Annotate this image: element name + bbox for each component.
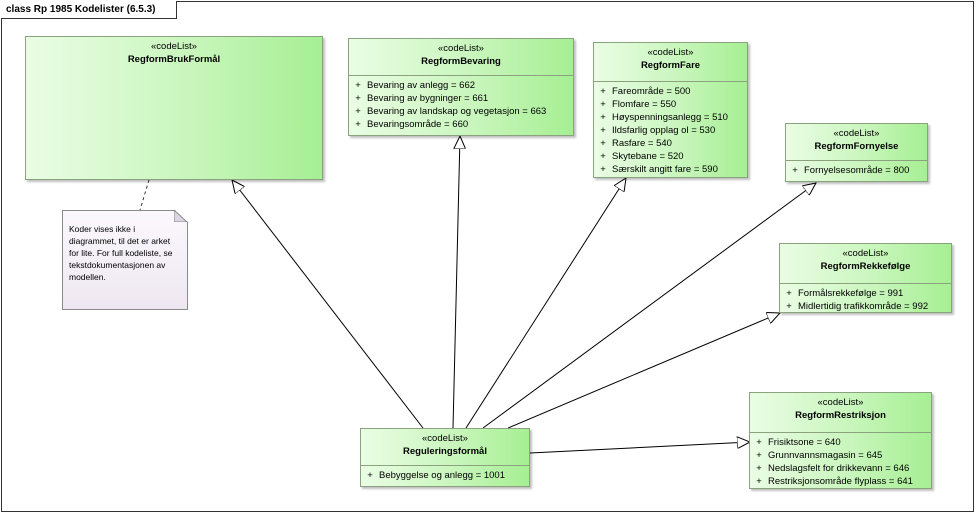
diagram-note: Koder vises ikke i diagrammet, til det e…: [62, 210, 188, 310]
class-regform-rekkefolge[interactable]: «codeList» RegformRekkefølge + Formålsrek…: [779, 243, 952, 313]
class-regform-bruk-formal[interactable]: «codeList» RegformBrukFormål: [25, 36, 323, 180]
attribute-row: + Rasfare = 540: [594, 137, 747, 150]
generalization-restr[interactable]: [529, 442, 750, 454]
visibility-marker: +: [367, 470, 373, 481]
class-name: Reguleringsformål: [403, 446, 487, 457]
stereotype-label: «codeList»: [817, 397, 864, 408]
visibility-marker: +: [600, 125, 606, 136]
visibility-marker: +: [756, 463, 762, 474]
attribute-list: + Fareområde = 500 + Flomfare = 550 + Høysp…: [594, 81, 747, 176]
attribute-row: + Restriksjonsområde flyplass = 641: [750, 475, 931, 488]
visibility-marker: +: [600, 164, 606, 175]
visibility-marker: +: [756, 450, 762, 461]
visibility-marker: +: [355, 106, 361, 117]
visibility-marker: +: [355, 119, 361, 130]
visibility-marker: +: [600, 112, 606, 123]
class-reguleringsformal[interactable]: «codeList» Reguleringsformål + Bebyggelse…: [360, 428, 530, 487]
attribute-text: Grunnvannsmagasin = 645: [768, 450, 883, 461]
note-anchor-line: [139, 179, 150, 211]
attribute-text: Høyspenningsanlegg = 510: [612, 112, 728, 123]
attribute-list: + Bebyggelse og anlegg = 1001: [361, 465, 529, 482]
class-name: RegformBrukFormål: [127, 54, 221, 65]
attribute-row: + Grunnvannsmagasin = 645: [750, 449, 931, 462]
class-name: RegformFare: [640, 60, 701, 71]
attribute-text: Bebyggelse og anlegg = 1001: [379, 470, 505, 481]
attribute-row: + Nedslagsfelt for drikkevann = 646: [750, 462, 931, 475]
attribute-text: Fornyelsesområde = 800: [804, 165, 910, 176]
attribute-row: + Bebyggelse og anlegg = 1001: [361, 469, 529, 482]
attribute-text: Midlertidig trafikkområde = 992: [798, 301, 929, 312]
generalization-fornyelse[interactable]: [482, 183, 816, 429]
stereotype-label: «codeList»: [833, 128, 880, 139]
diagram-title: class Rp 1985 Kodelister (6.5.3): [6, 4, 156, 15]
attribute-text: Bevaring av anlegg = 662: [367, 80, 476, 91]
note-fold-corner: [174, 210, 188, 222]
visibility-marker: +: [600, 99, 606, 110]
attribute-text: Rasfare = 540: [612, 138, 672, 149]
attribute-list: + Bevaring av anlegg = 662 + Bevaring av b…: [349, 75, 573, 131]
attribute-row: + Ildsfarlig opplag ol = 530: [594, 124, 747, 137]
attribute-list: + Frisiktsone = 640 + Grunnvannsmagasin = …: [750, 432, 931, 488]
visibility-marker: +: [756, 437, 762, 448]
visibility-marker: +: [792, 165, 798, 176]
attribute-text: Restriksjonsområde flyplass = 641: [768, 476, 913, 487]
stereotype-label: «codeList»: [647, 47, 694, 58]
attribute-row: + Bevaring av landskap og vegetasjon = 66…: [349, 105, 573, 118]
attribute-row: + Midlertidig trafikkområde = 992: [780, 300, 951, 313]
attribute-row: + Særskilt angitt fare = 590: [594, 163, 747, 176]
attribute-text: Fareområde = 500: [612, 86, 691, 97]
attribute-row: + Bevaringsområde = 660: [349, 118, 573, 131]
attribute-row: + Formålsrekkefølge = 991: [780, 287, 951, 300]
visibility-marker: +: [355, 93, 361, 104]
visibility-marker: +: [355, 80, 361, 91]
visibility-marker: +: [786, 301, 792, 312]
class-regform-restriksjon[interactable]: «codeList» RegformRestriksjon + Frisiktso…: [749, 392, 932, 489]
attribute-row: + Frisiktsone = 640: [750, 436, 931, 449]
class-name: RegformFornyelse: [814, 141, 899, 152]
class-name: RegformRekkefølge: [820, 261, 911, 272]
attribute-row: + Flomfare = 550: [594, 98, 747, 111]
class-regform-bevaring[interactable]: «codeList» RegformBevaring + Bevaring av …: [348, 38, 574, 136]
visibility-marker: +: [786, 288, 792, 299]
generalization-rekke[interactable]: [507, 313, 780, 429]
attribute-text: Ildsfarlig opplag ol = 530: [612, 125, 716, 136]
stereotype-label: «codeList»: [842, 248, 889, 259]
attribute-row: + Høyspenningsanlegg = 510: [594, 111, 747, 124]
attribute-row: + Skytebane = 520: [594, 150, 747, 163]
generalization-bruk[interactable]: [232, 180, 424, 429]
generalization-fare[interactable]: [465, 178, 626, 429]
attribute-row: + Fornyelsesområde = 800: [786, 164, 927, 177]
attribute-text: Bevaring av bygninger = 661: [367, 93, 489, 104]
attribute-text: Nedslagsfelt for drikkevann = 646: [768, 463, 910, 474]
class-regform-fornyelse[interactable]: «codeList» RegformFornyelse + Fornyelseso…: [785, 123, 928, 182]
attribute-list: + Formålsrekkefølge = 991 + Midlertidig tr…: [780, 283, 951, 313]
diagram-frame-tab: class Rp 1985 Kodelister (6.5.3): [1, 1, 177, 19]
stereotype-label: «codeList»: [151, 41, 197, 52]
stereotype-label: «codeList»: [422, 433, 468, 444]
visibility-marker: +: [600, 86, 606, 97]
attribute-text: Bevaringsområde = 660: [367, 119, 469, 130]
attribute-text: Bevaring av landskap og vegetasjon = 663: [367, 106, 547, 117]
attribute-text: Flomfare = 550: [612, 99, 677, 110]
attribute-row: + Bevaring av bygninger = 661: [349, 92, 573, 105]
class-name: RegformBevaring: [421, 56, 501, 67]
stereotype-label: «codeList»: [438, 43, 484, 54]
attribute-row: + Fareområde = 500: [594, 85, 747, 98]
attribute-text: Frisiktsone = 640: [768, 437, 841, 448]
attribute-text: Skytebane = 520: [612, 151, 684, 162]
generalization-bevaring[interactable]: [452, 136, 460, 429]
class-regform-fare[interactable]: «codeList» RegformFare + Fareområde = 500…: [593, 42, 748, 178]
attribute-text: Formålsrekkefølge = 991: [798, 288, 904, 299]
note-text: Koder vises ikke i diagrammet, til det e…: [69, 224, 173, 282]
attribute-text: Særskilt angitt fare = 590: [612, 164, 718, 175]
visibility-marker: +: [600, 138, 606, 149]
class-name: RegformRestriksjon: [795, 410, 886, 421]
visibility-marker: +: [756, 476, 762, 487]
attribute-row: + Bevaring av anlegg = 662: [349, 79, 573, 92]
visibility-marker: +: [600, 151, 606, 162]
attribute-list: + Fornyelsesområde = 800: [786, 160, 927, 177]
